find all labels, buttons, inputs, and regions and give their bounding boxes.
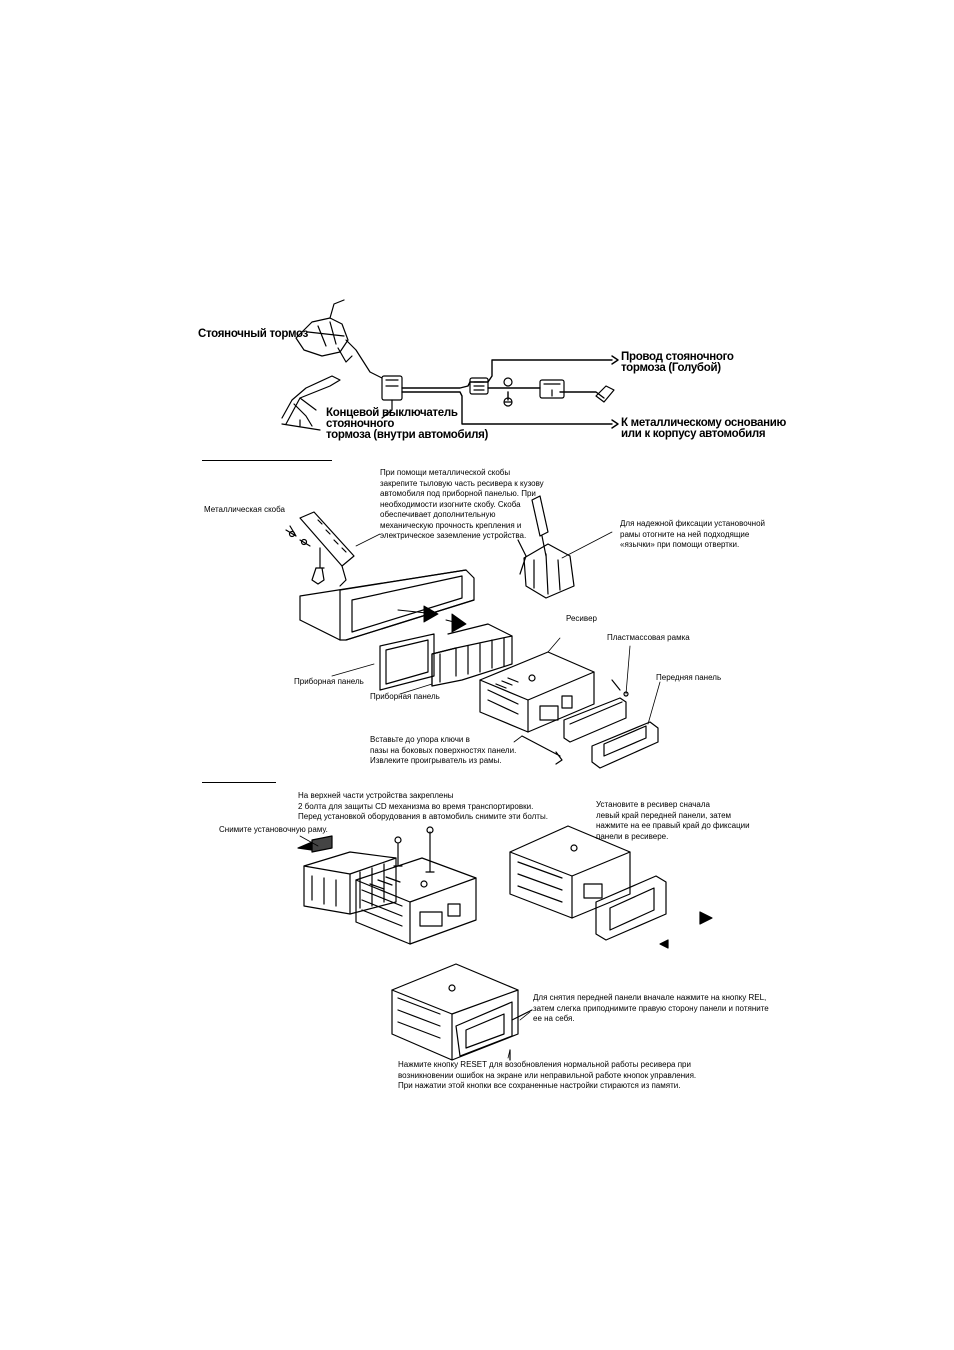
sleeve-removal-drawing: [298, 836, 396, 914]
screwdriver-drawing: [518, 496, 574, 598]
receiver-label: Ресивер: [566, 614, 597, 623]
remove-frame-label: Снимите установочную раму.: [219, 825, 328, 834]
receiver-unit-drawing: [480, 652, 594, 732]
leader-lines: [300, 532, 660, 1058]
receiver-bolts-drawing: [356, 858, 476, 944]
receiver-panel-install-drawing: [510, 826, 630, 918]
front-panel-drawing: [592, 722, 658, 768]
metal-bracket-label: Металлическая скоба: [204, 505, 285, 514]
front-panel-label: Передняя панель: [656, 673, 722, 682]
parking-brake-label: Стояночный тормоз: [198, 328, 308, 340]
section-rule-transport: [202, 782, 276, 783]
receiver-with-panel-drawing: [392, 964, 532, 1060]
install-panel-note: Установите в ресивер сначала левый край …: [596, 800, 750, 841]
front-panel-install-drawing: [596, 876, 712, 948]
dashboard-label-1: Приборная панель: [294, 677, 364, 686]
parking-brake-lever-drawing: [282, 300, 352, 430]
brake-switch-label: Концевой выключатель стояночного тормоза…: [326, 407, 489, 441]
mounting-sleeve-drawing: [380, 624, 512, 690]
brake-switch-drawing: [346, 340, 402, 418]
transport-bolts-drawing: [394, 827, 434, 872]
frame-tabs-note: Для надежной фиксации установочной рамы …: [620, 519, 766, 549]
removal-keys-drawing: [522, 736, 562, 764]
section-rule-mount: [202, 460, 332, 461]
metal-bracket-drawing: [286, 512, 354, 586]
plastic-frame-label: Пластмассовая рамка: [607, 633, 690, 642]
plastic-frame-drawing: [564, 680, 628, 742]
transport-bolts-note: На верхней части устройства закреплены 2…: [298, 791, 548, 821]
removal-keys-note: Вставьте до упора ключи в пазы на боковы…: [370, 735, 517, 765]
ground-label: К металлическому основанию или к корпусу…: [621, 417, 787, 440]
wire-connectors-drawing: [470, 378, 614, 406]
remove-panel-note: Для снятия передней панели вначале нажми…: [533, 993, 769, 1023]
insert-arrows: [398, 606, 466, 632]
brake-wiring: [402, 356, 618, 428]
reset-note: Нажмите кнопку RESET для возобновления н…: [398, 1060, 697, 1090]
dashboard-opening-drawing: [300, 570, 474, 640]
dashboard-label-2: Приборная панель: [370, 692, 440, 701]
bracket-note: При помощи металлической скобы закрепите…: [380, 468, 544, 540]
brake-wire-label: Провод стояночного тормоза (Голубой): [621, 351, 734, 374]
